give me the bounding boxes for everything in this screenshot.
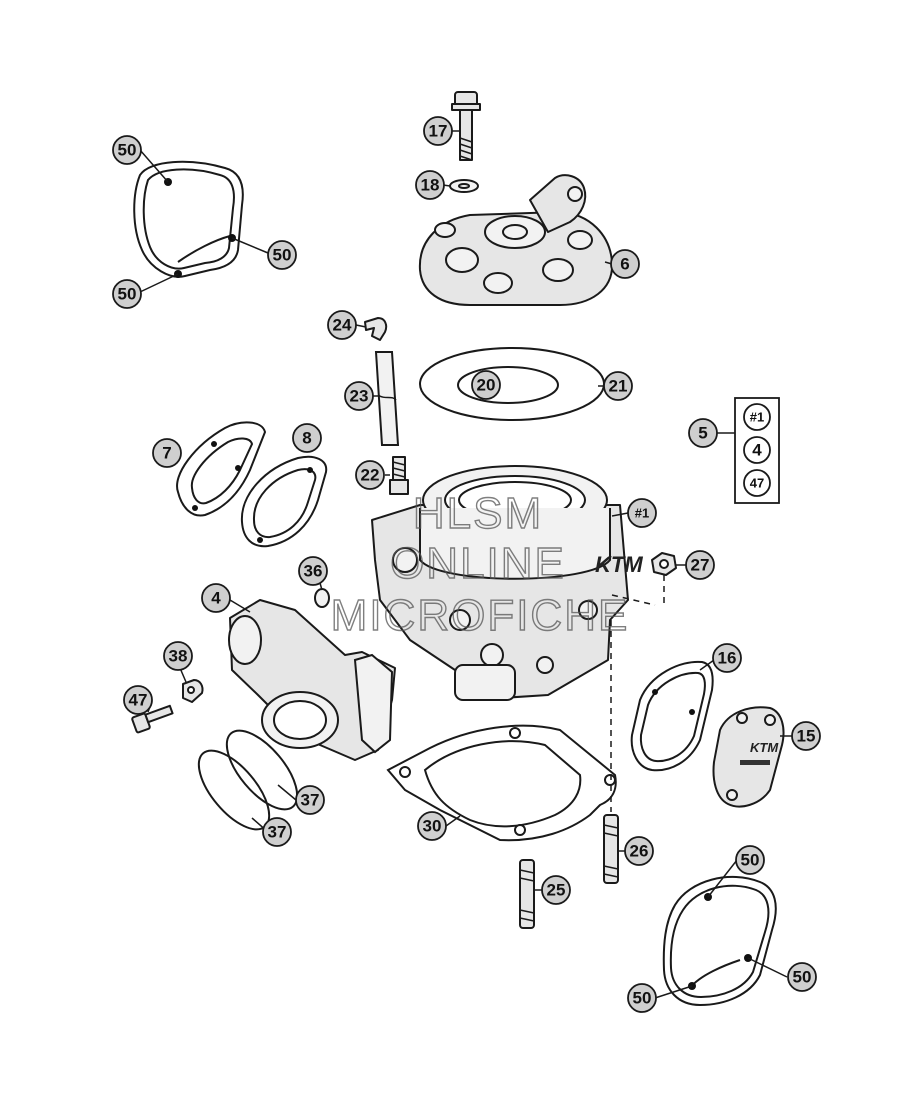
callout-18: 18 — [415, 170, 445, 200]
callout-17-label: 17 — [429, 122, 448, 141]
callout-37-b-label: 37 — [268, 823, 287, 842]
callout-50-a-label: 50 — [118, 141, 137, 160]
callout-17: 17 — [423, 116, 453, 146]
callout-50-b-label: 50 — [273, 246, 292, 265]
callout-50-a: 50 — [112, 135, 142, 165]
callout-20-label: 20 — [477, 376, 496, 395]
callout-37-a: 37 — [295, 785, 325, 815]
kit-item-3: 47 — [750, 476, 764, 491]
callout-8-label: 8 — [302, 429, 311, 448]
callout-16: 16 — [712, 643, 742, 673]
callout-50-b: 50 — [267, 240, 297, 270]
kit-item-1-circle — [743, 403, 771, 431]
small-o-ring — [314, 588, 330, 608]
callout-4: 4 — [201, 583, 231, 613]
coolant-hose — [374, 351, 400, 446]
callout-36: 36 — [298, 556, 328, 586]
clamp-bracket — [182, 679, 204, 703]
intake-o-ring-1 — [225, 729, 299, 811]
watermark: HLSM ONLINE MICROFICHE — [330, 488, 630, 640]
kit-item-3-circle — [743, 469, 771, 497]
flange-nut — [651, 552, 677, 576]
side-cover: KTM — [712, 706, 785, 808]
cylinder-base-gasket — [386, 724, 617, 842]
callout-50-d: 50 — [735, 845, 765, 875]
callout-5-label: 5 — [698, 424, 707, 443]
callout-8: 8 — [292, 423, 322, 453]
callout-25-label: 25 — [547, 881, 566, 900]
head-o-ring-small — [457, 366, 559, 404]
callout-30-label: 30 — [423, 817, 442, 836]
exhaust-gasket-7 — [176, 421, 267, 517]
callout-4-label: 4 — [211, 589, 221, 608]
callout-50-c-label: 50 — [118, 285, 137, 304]
callout-50-e: 50 — [787, 962, 817, 992]
cover-gasket-top-left — [133, 160, 244, 278]
cover-gasket-bottom-right — [662, 875, 777, 1007]
kit-box: #1 4 47 — [734, 397, 780, 504]
sealing-washer — [449, 179, 479, 193]
watermark-line-1: HLSM — [413, 489, 543, 538]
bleed-screw — [389, 456, 409, 495]
callout-38-label: 38 — [169, 647, 188, 666]
callout-26-label: 26 — [630, 842, 649, 861]
callout-18-label: 18 — [421, 176, 440, 195]
cylinder-logo: KTM — [595, 552, 643, 577]
callout-24: 24 — [327, 310, 357, 340]
callout-26: 26 — [624, 836, 654, 866]
callout-47-label: 47 — [129, 691, 148, 710]
watermark-line-2: ONLINE — [390, 539, 566, 588]
kit-item-1: #1 — [750, 410, 764, 425]
callout-36-label: 36 — [304, 562, 323, 581]
cover-logo: KTM — [750, 740, 779, 755]
cover-gasket-16 — [630, 660, 714, 772]
callout-7-label: 7 — [162, 444, 171, 463]
callout-50-f: 50 — [627, 983, 657, 1013]
callout-27-label: 27 — [691, 556, 710, 575]
callout-50-c: 50 — [112, 279, 142, 309]
intake-flange — [228, 599, 396, 761]
callout-6: 6 — [610, 249, 640, 279]
callout-24-label: 24 — [333, 316, 352, 335]
callout-50-f-label: 50 — [633, 989, 652, 1008]
callout-23: 23 — [344, 381, 374, 411]
callout-47: 47 — [123, 685, 153, 715]
cylinder-head-bolt — [451, 91, 481, 161]
callout-20: 20 — [471, 370, 501, 400]
exhaust-gasket-8 — [240, 455, 328, 548]
callout-1-label: #1 — [635, 506, 649, 521]
callout-15: 15 — [791, 721, 821, 751]
callout-22-label: 22 — [361, 466, 380, 485]
callout-30: 30 — [417, 811, 447, 841]
stud-bolt-25 — [519, 859, 535, 929]
callout-27: 27 — [685, 550, 715, 580]
callout-21: 21 — [603, 371, 633, 401]
angle-fitting — [364, 317, 388, 341]
cylinder-head — [418, 174, 614, 306]
stud-bolt-26 — [603, 814, 619, 884]
kit-item-2-circle — [743, 436, 771, 464]
callout-1: #1 — [627, 498, 657, 528]
head-o-ring-large — [419, 347, 605, 421]
callout-6-label: 6 — [620, 255, 629, 274]
kit-item-2: 4 — [752, 441, 762, 460]
watermark-line-3: MICROFICHE — [331, 591, 630, 640]
callout-7: 7 — [152, 438, 182, 468]
callout-50-d-label: 50 — [741, 851, 760, 870]
callout-37-b: 37 — [262, 817, 292, 847]
callout-15-label: 15 — [797, 727, 816, 746]
callout-21-label: 21 — [609, 377, 628, 396]
callout-5: 5 — [688, 418, 718, 448]
allen-screw — [131, 704, 174, 734]
callout-23-label: 23 — [350, 387, 369, 406]
callout-16-label: 16 — [718, 649, 737, 668]
callout-25: 25 — [541, 875, 571, 905]
callout-38: 38 — [163, 641, 193, 671]
callout-37-a-label: 37 — [301, 791, 320, 810]
callout-50-e-label: 50 — [793, 968, 812, 987]
callout-22: 22 — [355, 460, 385, 490]
cylinder: KTM — [371, 465, 643, 701]
